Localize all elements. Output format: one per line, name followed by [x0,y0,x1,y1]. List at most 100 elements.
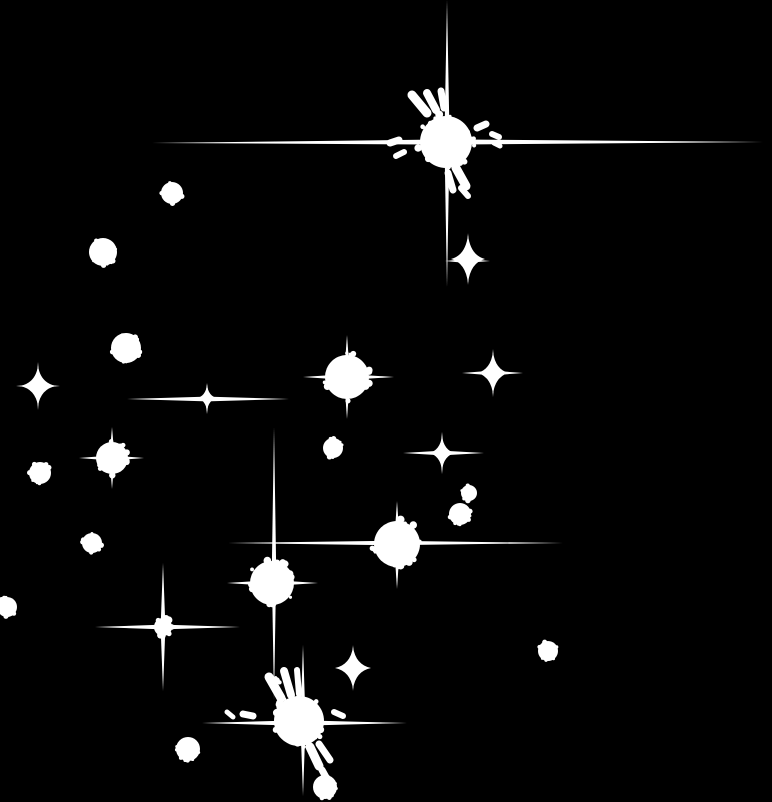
star-burst-fuzz [465,129,470,135]
star-splash-finger [264,672,286,703]
glitter-dot-fuzz [169,200,175,206]
star-burst-fuzz [313,699,319,704]
star-burst-fuzz [437,117,442,123]
glitter-dot-fuzz [463,498,466,501]
glitter-dot-fuzz [110,258,116,264]
star-splash-finger [437,87,448,112]
star-burst-fuzz [414,144,422,152]
star-burst-fuzz [317,726,325,734]
glitter-dot [111,333,141,363]
star-splash-finger [386,136,403,147]
star-burst-fuzz [285,569,291,575]
glitter-dot-fuzz [46,465,52,471]
star-burst-fuzz [350,350,357,357]
star-burst-fuzz [266,601,273,608]
star-burst-core [374,521,420,567]
star-burst-fuzz [275,701,283,709]
glitter-dot [82,533,102,553]
glitter-dot-fuzz [35,481,39,485]
star-burst-fuzz [420,124,425,130]
glitter-dot-fuzz [121,360,126,364]
glitter-dot-fuzz [466,517,471,522]
glitter-dot-fuzz [135,337,140,342]
star-burst-core [420,116,472,168]
glitter-dot-fuzz [453,521,458,526]
star-burst-fuzz [263,556,272,565]
star-burst-fuzz [301,744,306,750]
glitter-dot-fuzz [96,547,102,552]
glitter-dot-fuzz [174,748,179,752]
star-burst-fuzz [448,114,452,118]
glitter-dot-fuzz [98,542,104,548]
glitter-dot [89,238,117,266]
star-burst-fuzz [108,439,114,444]
glitter-dot-fuzz [331,794,334,798]
star-burst-fuzz [445,164,451,170]
star-burst-fuzz [109,472,116,479]
glitter-dot-fuzz [552,657,556,661]
glitter-dot-fuzz [465,483,470,488]
glitter-dot-fuzz [465,497,471,504]
star-burst-fuzz [396,520,402,526]
glitter-dot-fuzz [277,680,282,685]
glitter-dot-fuzz [178,755,183,760]
glitter-dot-fuzz [114,247,118,251]
glitter-dot-fuzz [180,195,183,199]
glitter-dot-fuzz [544,658,548,662]
star-splash-finger [444,169,457,194]
star-splash-finger [331,709,346,719]
star-burst-fuzz [121,442,125,447]
star-burst-fuzz [372,547,378,553]
glitter-dot [29,462,51,484]
glitter-dot-fuzz [37,481,42,486]
glitter-dot-fuzz [31,479,35,482]
star-splash-finger [458,185,471,199]
glitter-dot-fuzz [31,461,37,467]
star-burst-fuzz [348,352,352,356]
glitter-dot-fuzz [92,259,95,263]
glitter-dot-fuzz [469,514,472,518]
star-splash-finger [239,710,257,720]
star-burst-fuzz [409,521,418,529]
star-diamond [429,436,455,470]
glitter-dot-fuzz [272,682,278,688]
glitter-dot-fuzz [467,508,473,514]
glitter-dot-fuzz [80,537,86,542]
star-burst-fuzz [361,382,370,390]
glitter-dot-fuzz [326,795,332,800]
glitter-dot-fuzz [185,758,190,763]
star-burst-fuzz [427,120,433,126]
star-splash-finger [473,120,490,132]
star-burst-fuzz [317,734,323,740]
star-burst-core [325,355,369,399]
star-burst-fuzz [273,559,281,566]
star-burst-fuzz [123,459,130,466]
star-burst-fuzz [416,540,420,545]
star-burst-fuzz [155,617,161,623]
star-burst-core [274,696,324,746]
glitter-dot [449,503,471,525]
glitter-dot [323,438,343,458]
glitter-dot-fuzz [159,190,164,196]
glitter-dot-fuzz [168,181,172,185]
glitter-dot-fuzz [340,443,344,447]
star-burst-fuzz [168,624,175,630]
star-burst-fuzz [472,143,477,148]
glitter-dot-fuzz [90,532,94,535]
star-burst-fuzz [343,355,348,360]
star-burst-fuzz [323,382,331,391]
star-burst-fuzz [250,567,254,572]
star-burst-fuzz [345,351,349,355]
star-splash-finger [407,90,432,118]
glitter-dot-fuzz [3,613,9,619]
star-splash-finger [280,667,295,699]
star-burst-fuzz [248,585,256,593]
star-burst-fuzz [162,614,170,623]
star-burst-fuzz [157,631,165,639]
glitter-dot [461,485,477,501]
star-burst-fuzz [365,366,373,374]
glitter-dot-fuzz [334,782,337,785]
star-burst-fuzz [411,557,417,563]
